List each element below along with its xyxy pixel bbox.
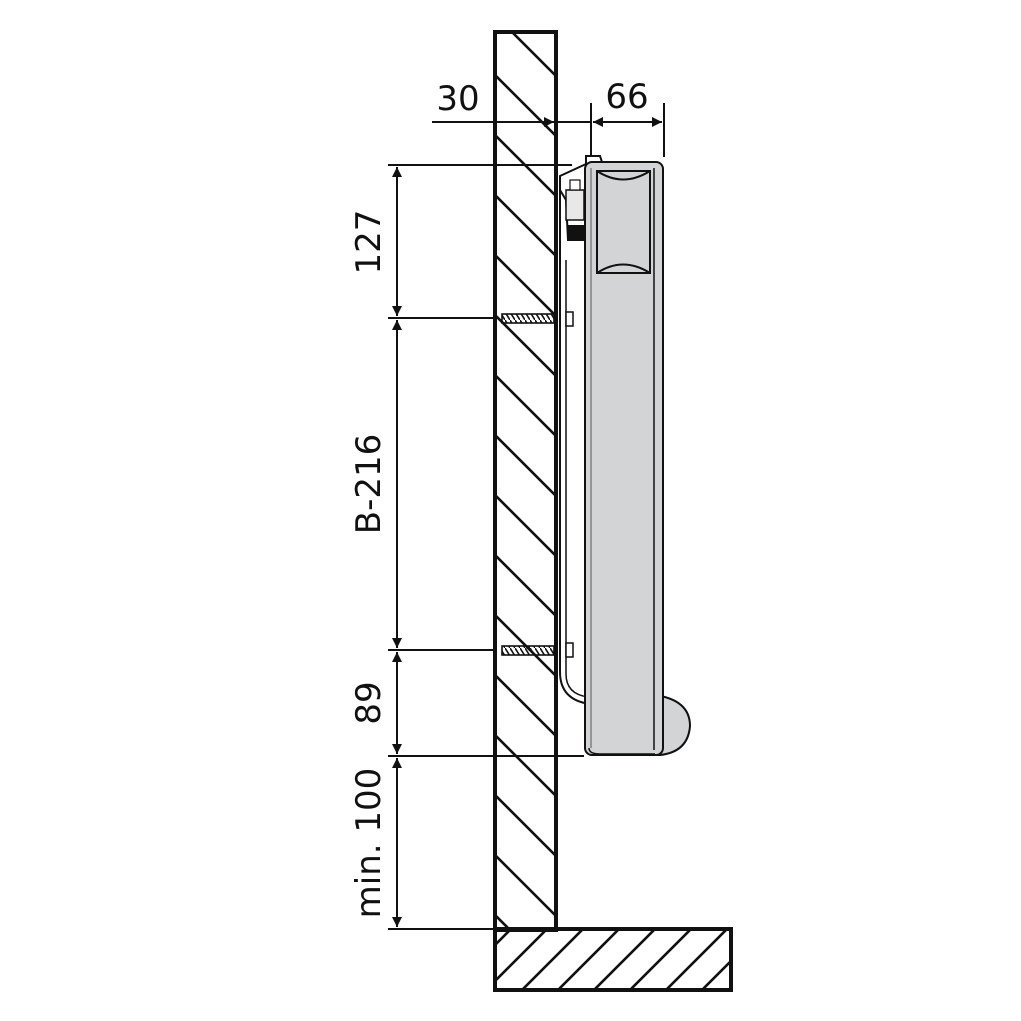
- label-66: 66: [605, 77, 648, 117]
- extension-lines: [388, 103, 665, 930]
- dimension-bracket-spacing: B-216: [349, 320, 402, 648]
- lower-wall-plug: [501, 645, 555, 656]
- dimension-radiator-depth: 66: [593, 77, 662, 127]
- dimension-wall-gap: 30: [432, 79, 554, 127]
- floor: [493, 927, 733, 992]
- mounting-bracket: [559, 185, 591, 705]
- label-30: 30: [436, 79, 479, 119]
- label-127: 127: [349, 210, 389, 275]
- dimension-top-to-bracket: 127: [349, 167, 402, 316]
- radiator-convector-fin: [596, 170, 651, 274]
- label-min-100: min. 100: [349, 768, 389, 919]
- dimension-floor-clearance: min. 100: [349, 758, 402, 927]
- upper-wall-plug: [501, 313, 555, 324]
- radiator: [584, 161, 692, 756]
- dimension-bracket-to-bottom: 89: [349, 652, 402, 754]
- wall: [493, 30, 558, 932]
- label-b-216: B-216: [349, 434, 389, 535]
- label-89: 89: [349, 681, 389, 724]
